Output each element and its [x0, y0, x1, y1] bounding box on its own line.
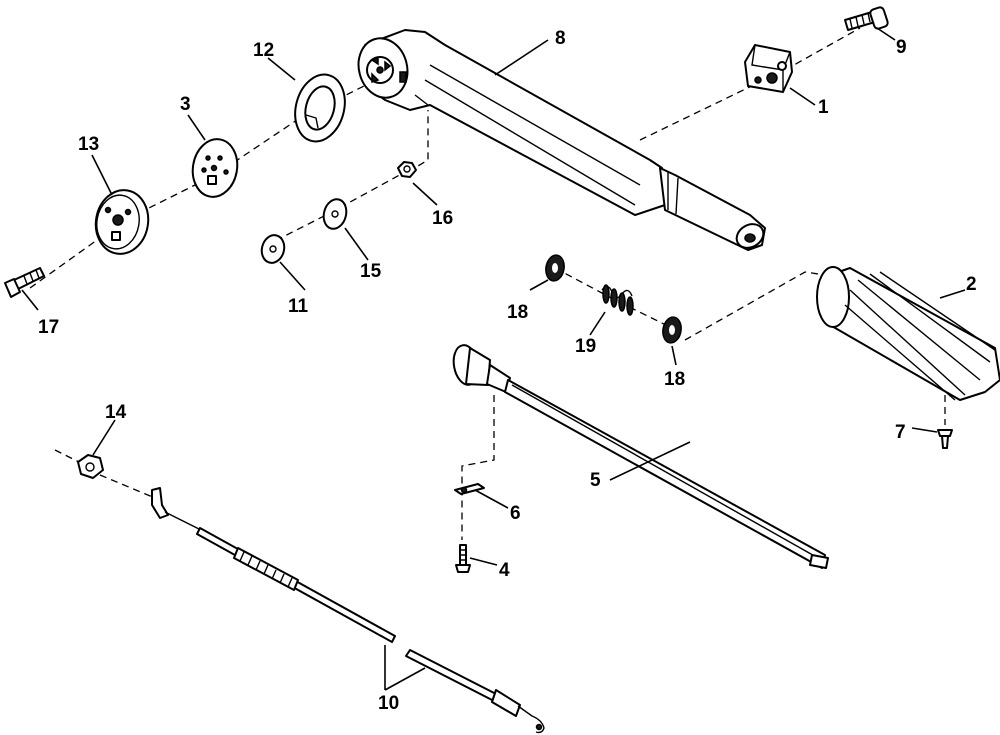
callout-10: 10 — [378, 693, 399, 714]
friction-plate — [191, 138, 239, 198]
callout-9: 9 — [896, 37, 907, 58]
throttle-cable — [151, 487, 545, 734]
lock-washer — [294, 73, 346, 143]
callout-15: 15 — [360, 261, 382, 282]
tiller-handle — [357, 29, 766, 251]
shaft-bracket — [454, 483, 485, 495]
friction-spring — [601, 284, 634, 316]
callout-17: 17 — [38, 317, 59, 338]
hex-nut-14 — [77, 454, 104, 479]
callout-1: 1 — [818, 97, 829, 118]
washer-11 — [260, 234, 286, 264]
callout-7: 7 — [895, 422, 906, 443]
grip-screw — [937, 429, 953, 449]
callout-16: 16 — [432, 208, 453, 229]
callout-8: 8 — [555, 28, 566, 49]
spring-washer-upper — [545, 254, 565, 282]
callout-13: 13 — [78, 134, 99, 155]
leader-lines — [21, 27, 966, 691]
flange-plate — [94, 189, 150, 255]
bracket-screw — [455, 544, 471, 573]
hex-nut-16 — [397, 161, 417, 178]
callout-12: 12 — [253, 40, 274, 61]
throttle-block — [744, 44, 793, 93]
callout-labels: 8 9 1 12 3 13 17 11 15 16 18 19 18 2 7 5… — [38, 28, 977, 714]
callout-3: 3 — [180, 94, 191, 115]
callout-2: 2 — [966, 274, 977, 295]
flange-bolt — [4, 267, 45, 298]
callout-18-lower: 18 — [664, 369, 685, 390]
washer-15 — [322, 198, 348, 230]
callout-19: 19 — [575, 336, 596, 357]
callout-11: 11 — [288, 296, 309, 317]
callout-14: 14 — [105, 402, 127, 423]
throttle-shaft — [452, 344, 829, 569]
callout-6: 6 — [510, 503, 521, 524]
callout-4: 4 — [499, 560, 510, 581]
knob-screw — [844, 6, 889, 31]
callout-5: 5 — [590, 470, 601, 491]
throttle-grip — [816, 266, 1000, 401]
spring-washer-lower — [662, 316, 682, 344]
callout-18-upper: 18 — [507, 302, 528, 323]
